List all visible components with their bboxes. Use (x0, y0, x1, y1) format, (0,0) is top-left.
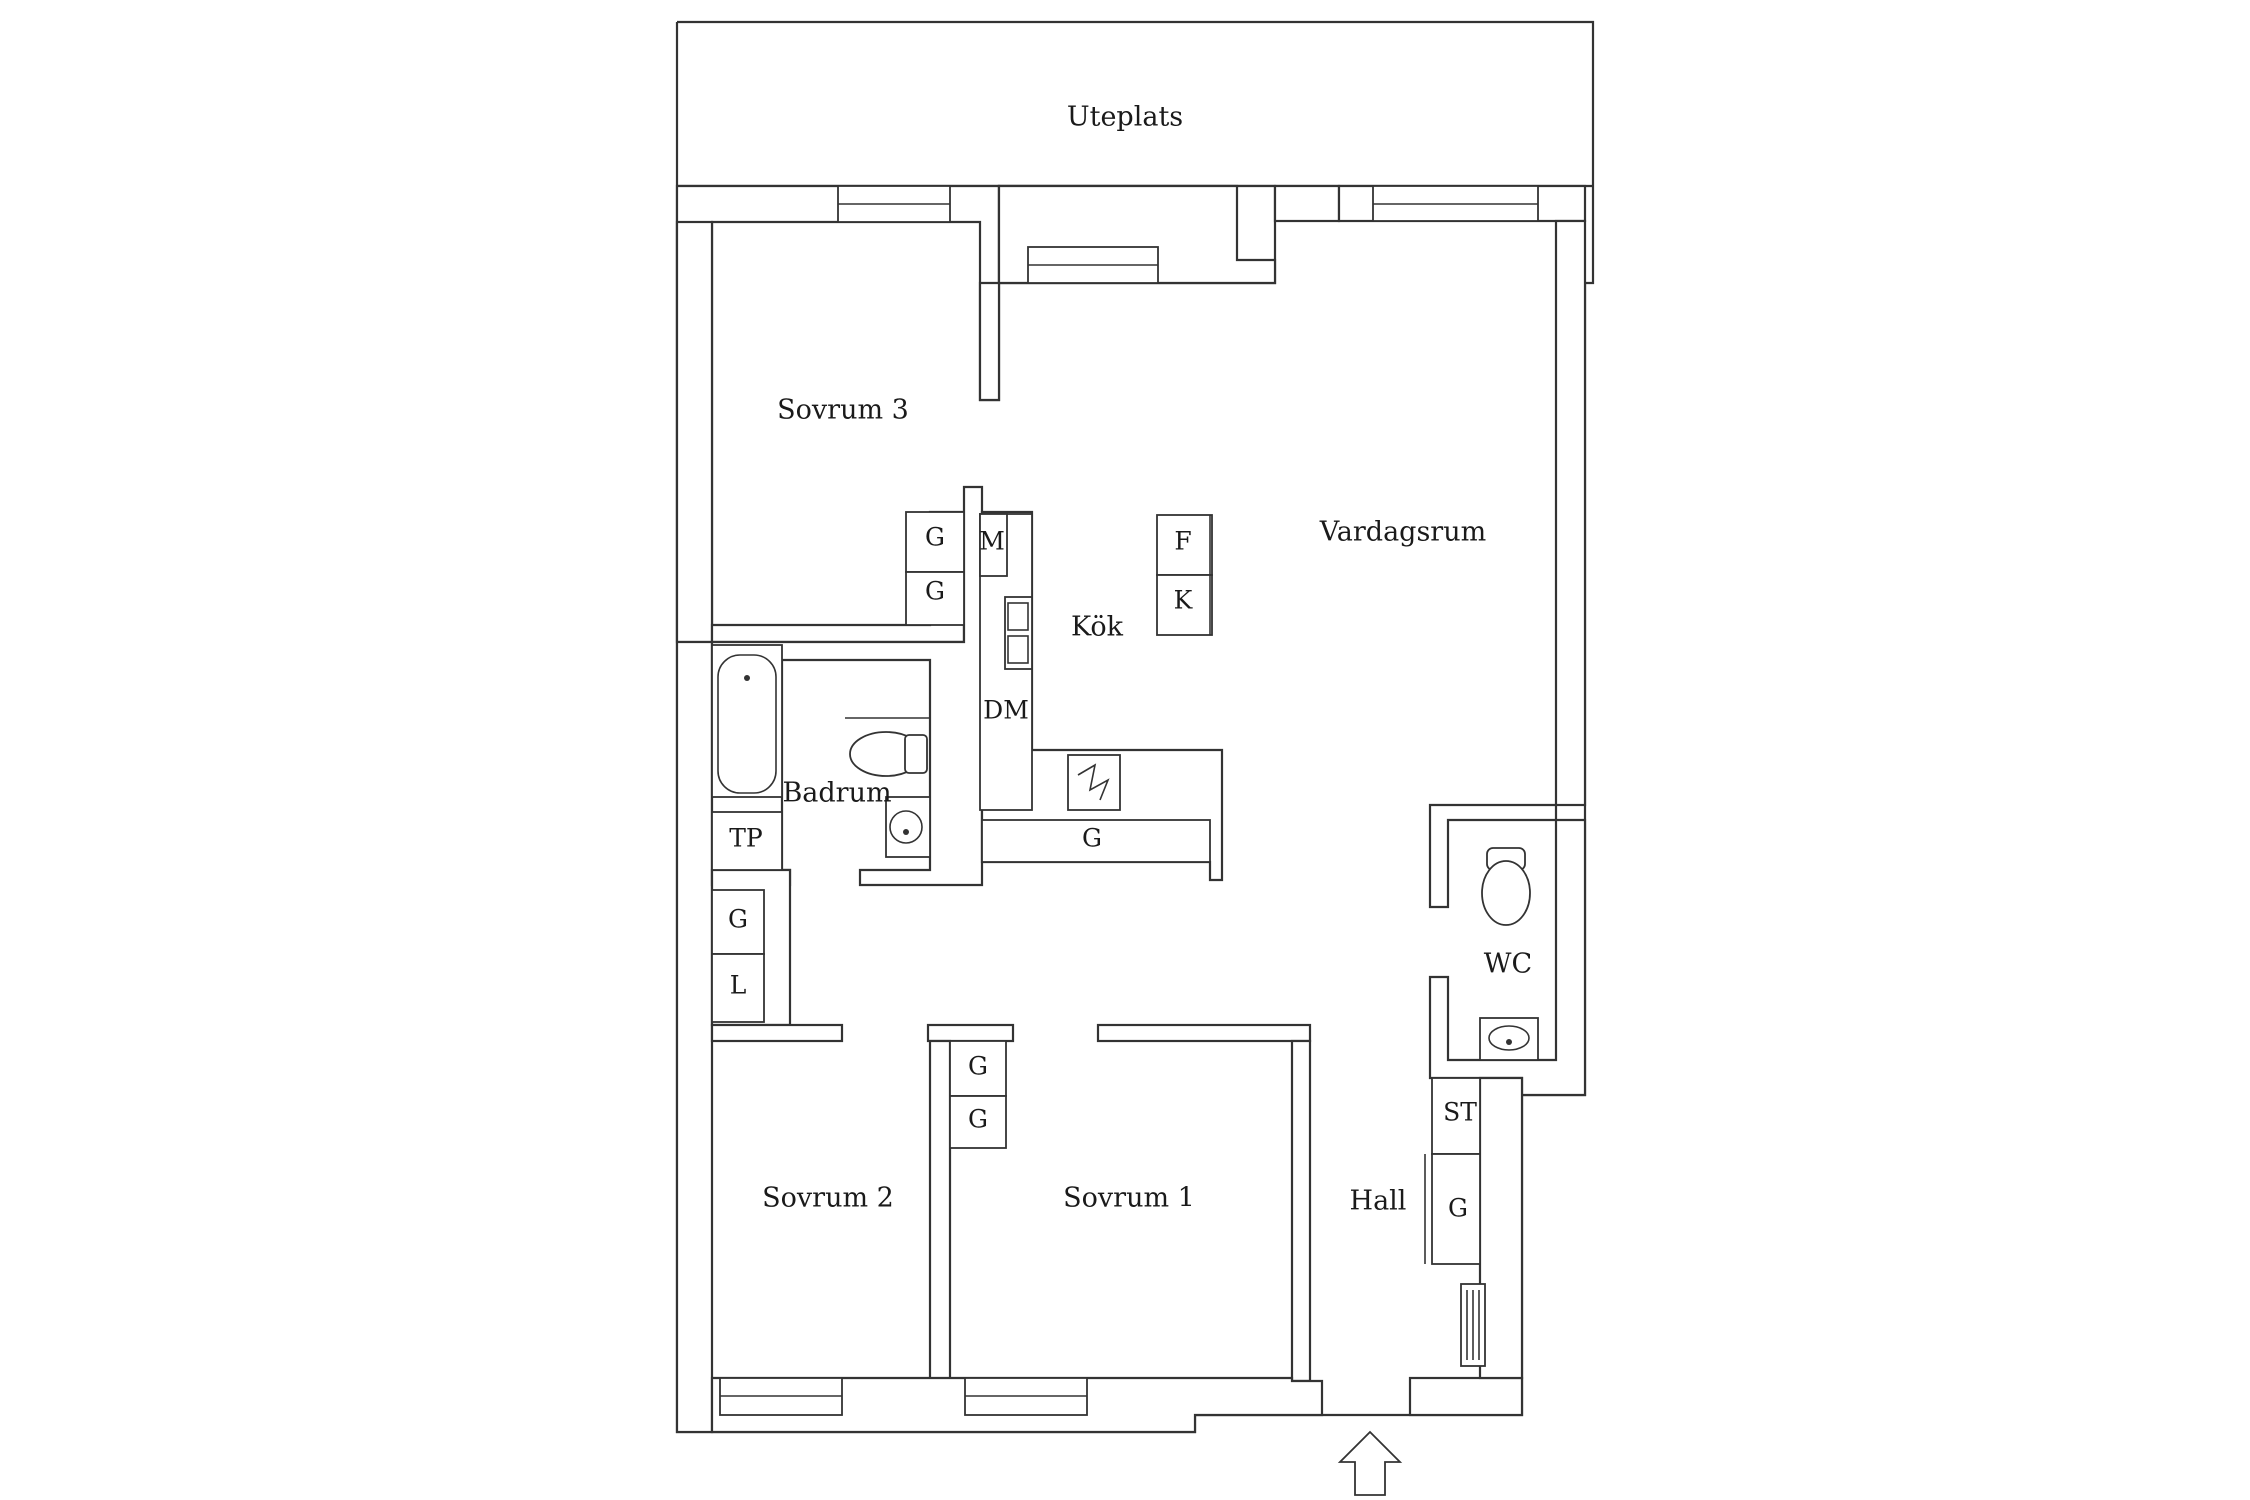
stove (1067, 754, 1121, 811)
wardrobe-label: G (925, 577, 945, 606)
wardrobe-label: G (1082, 824, 1102, 853)
room-label-hall: Hall (1350, 1186, 1407, 1217)
bathroom-sink (885, 796, 931, 858)
window-kitchen (1027, 246, 1159, 284)
wall-south-hall (1408, 1376, 1524, 1417)
wall-bedroom2-north (710, 1023, 844, 1043)
window-bedroom1 (964, 1377, 1088, 1416)
room-label-bathroom: Badrum (782, 778, 891, 809)
fridge-label: F (1174, 527, 1191, 556)
microwave-label: M (979, 527, 1005, 556)
window-bedroom2 (719, 1377, 843, 1416)
room-label-kitchen: Kök (1071, 612, 1124, 643)
wall-north-mid (1273, 184, 1341, 223)
wall-west-lower (675, 640, 714, 1434)
wall-hall-east (1478, 1076, 1524, 1380)
room-label-bedroom1: Sovrum 1 (1063, 1183, 1195, 1214)
wall-bedroom1-east (1290, 1039, 1312, 1383)
microwave (979, 513, 1008, 577)
wardrobe-bedroom3 (905, 511, 965, 626)
wardrobe-bedroom1-a (949, 1040, 1007, 1097)
bathtub (711, 644, 783, 798)
wardrobe-label: G (968, 1052, 988, 1081)
wc-sink (1479, 1017, 1539, 1061)
freezer-label: K (1174, 586, 1194, 615)
bathroom-toilet (849, 731, 928, 777)
window-bedroom3 (837, 185, 951, 223)
storage-label: ST (1443, 1098, 1477, 1127)
storage (1431, 1077, 1481, 1155)
wardrobe-label: G (925, 523, 945, 552)
room-label-wc: WC (1484, 949, 1532, 980)
room-label-patio: Uteplats (1067, 102, 1183, 133)
wall-bedroom1-north-right (1096, 1023, 1312, 1043)
wardrobe-label: G (728, 905, 748, 934)
dishwasher-label: DM (983, 696, 1029, 725)
wall-bedroom1-north-left (926, 1023, 1015, 1043)
wardrobe-bedroom1-b (949, 1095, 1007, 1149)
linen-closet (711, 953, 765, 1023)
dryer (711, 811, 783, 871)
wardrobe-label: G (968, 1105, 988, 1134)
radiator-icon (1460, 1283, 1486, 1367)
wall-bedroom-divider (928, 1039, 952, 1383)
room-label-bedroom3: Sovrum 3 (777, 395, 909, 426)
dryer-label: TP (729, 824, 763, 853)
wall-west-upper (675, 220, 714, 644)
entrance-arrow-icon (1337, 1430, 1403, 1496)
window-living (1372, 185, 1539, 222)
wardrobe-label: G (1448, 1194, 1468, 1223)
fridge-freezer (1156, 514, 1213, 636)
room-label-bedroom2: Sovrum 2 (762, 1183, 894, 1214)
room-label-living: Vardagsrum (1319, 517, 1486, 548)
hall-wardrobe (1431, 1153, 1481, 1265)
wall-wc (1428, 803, 1558, 909)
linen-label: L (730, 971, 747, 1000)
kitchen-lower-counter (981, 819, 1211, 863)
wall-east (1554, 219, 1587, 807)
kitchen-sink (1004, 596, 1033, 670)
wc-toilet (1481, 847, 1531, 926)
